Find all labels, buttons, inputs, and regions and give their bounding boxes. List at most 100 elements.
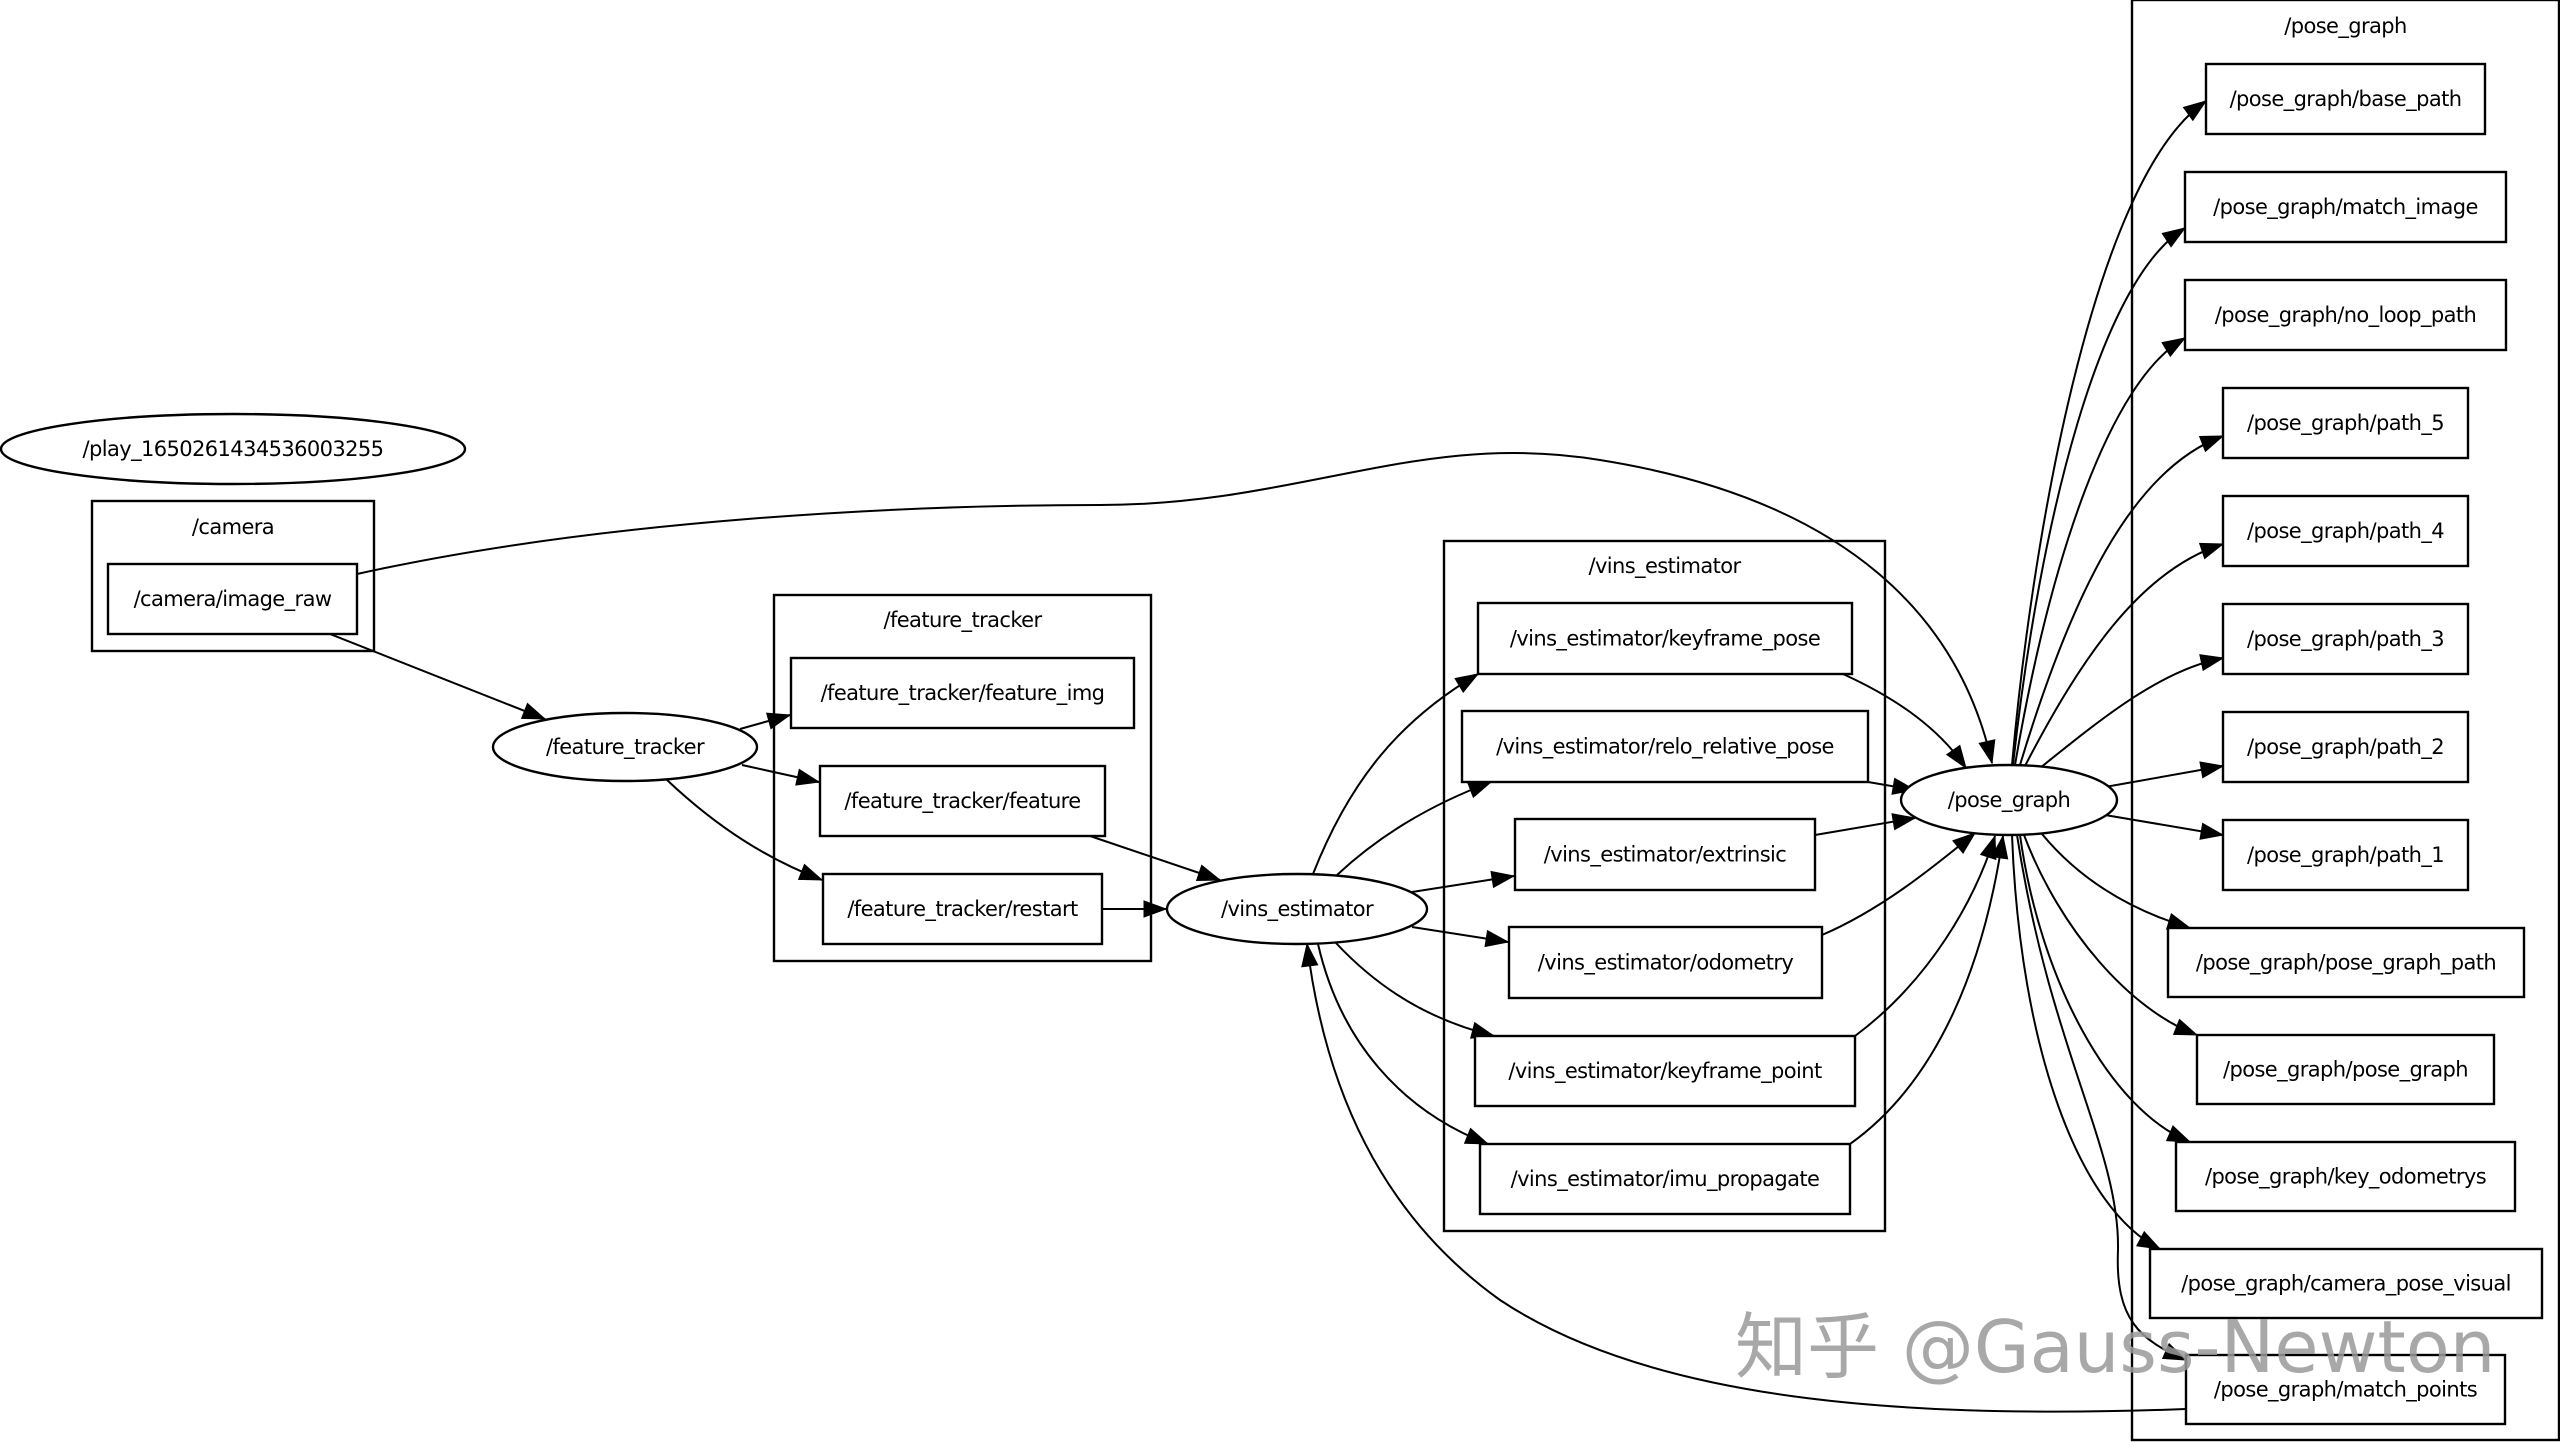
edge-line[interactable]	[2014, 337, 2186, 766]
topic-box[interactable]	[2221, 818, 2470, 892]
edge-line[interactable]	[2019, 435, 2224, 766]
edge-pose-graph-to-pg-pose-graph[interactable]	[2023, 834, 2199, 1036]
edge-line[interactable]	[1336, 781, 1492, 876]
node-pose-graph[interactable]: /pose_graph	[1899, 763, 2119, 837]
edge-line[interactable]	[1306, 943, 2187, 1413]
edge-ve-imu-propagate-to-pose-graph[interactable]	[1849, 834, 2009, 1145]
topic-ve-keyframe-point[interactable]: /vins_estimator/keyframe_point	[1473, 1034, 1857, 1108]
topic-box[interactable]	[2221, 386, 2470, 460]
node-vins-estimator[interactable]: /vins_estimator	[1165, 872, 1429, 946]
topic-pg-pose-graph-path[interactable]: /pose_graph/pose_graph_path	[2166, 926, 2526, 999]
edge-pg-match-points-to-vins-estimator[interactable]	[1301, 942, 2187, 1413]
topic-ve-relo-relative-pose[interactable]: /vins_estimator/relo_relative_pose	[1460, 709, 1870, 784]
edge-ft-restart-to-vins-estimator[interactable]	[1102, 900, 1168, 918]
edge-line[interactable]	[2016, 834, 2187, 1361]
edge-line[interactable]	[1849, 835, 2004, 1145]
topic-box[interactable]	[2204, 62, 2487, 136]
edge-ft-feature-to-vins-estimator[interactable]	[1089, 835, 1222, 882]
edge-vins-estimator-to-ve-imu-propagate[interactable]	[1317, 943, 1490, 1145]
topic-pg-path-2[interactable]: /pose_graph/path_2	[2221, 710, 2470, 784]
edge-feature-tracker-to-ft-restart[interactable]	[666, 779, 824, 881]
edge-line[interactable]	[1089, 835, 1221, 881]
edge-pose-graph-to-pg-base-path[interactable]	[2011, 100, 2208, 766]
topic-box[interactable]	[2221, 494, 2470, 568]
edge-line[interactable]	[2024, 543, 2224, 767]
topic-box[interactable]	[2166, 926, 2526, 999]
edge-line[interactable]	[1821, 832, 1976, 936]
topic-pg-no-loop-path[interactable]: /pose_graph/no_loop_path	[2183, 278, 2508, 352]
edge-line[interactable]	[2012, 227, 2186, 766]
edge-line[interactable]	[2023, 834, 2198, 1036]
edge-line[interactable]	[1312, 673, 1479, 875]
edge-vins-estimator-to-ve-keyframe-pose[interactable]	[1312, 673, 1480, 875]
edge-image-raw-to-feature-tracker[interactable]	[329, 633, 547, 720]
edge-line[interactable]	[2011, 834, 2161, 1250]
topic-ve-extrinsic[interactable]: /vins_estimator/extrinsic	[1513, 817, 1817, 892]
topic-box[interactable]	[2195, 1033, 2496, 1106]
edge-ve-odometry-to-pose-graph[interactable]	[1821, 832, 1977, 936]
topic-pg-match-image[interactable]: /pose_graph/match_image	[2183, 170, 2508, 244]
topic-pg-path-1[interactable]: /pose_graph/path_1	[2221, 818, 2470, 892]
topic-pg-match-points[interactable]: /pose_graph/match_points	[2184, 1353, 2507, 1426]
edge-line[interactable]	[2011, 100, 2207, 766]
edge-pose-graph-to-pg-camera-pose-visual[interactable]	[2011, 834, 2162, 1250]
topic-pg-pose-graph[interactable]: /pose_graph/pose_graph	[2195, 1033, 2496, 1106]
topic-pg-key-odometrys[interactable]: /pose_graph/key_odometrys	[2174, 1140, 2517, 1213]
edge-line[interactable]	[356, 451, 1993, 764]
topic-box[interactable]	[2221, 710, 2470, 784]
topic-ve-odometry[interactable]: /vins_estimator/odometry	[1507, 925, 1824, 1000]
edge-ve-keyframe-pose-to-pose-graph[interactable]	[1842, 673, 1967, 770]
edge-image-raw-to-pose-graph[interactable]	[356, 451, 1996, 765]
edge-vins-estimator-to-ve-relo-relative-pose[interactable]	[1336, 781, 1493, 876]
node-ellipse[interactable]	[1899, 763, 2119, 837]
node-ellipse[interactable]	[491, 711, 759, 783]
edge-line[interactable]	[666, 779, 823, 881]
topic-pg-path-5[interactable]: /pose_graph/path_5	[2221, 386, 2470, 460]
topic-box[interactable]	[2148, 1247, 2544, 1320]
edge-line[interactable]	[1335, 942, 1495, 1037]
topic-ve-keyframe-pose[interactable]: /vins_estimator/keyframe_pose	[1476, 601, 1854, 676]
node-ellipse[interactable]	[0, 412, 467, 486]
topic-box[interactable]	[2184, 1353, 2507, 1426]
topic-box[interactable]	[2183, 278, 2508, 352]
topic-box[interactable]	[1473, 1034, 1857, 1108]
edge-feature-tracker-to-ft-feature-img[interactable]	[739, 712, 792, 730]
topic-box[interactable]	[818, 764, 1107, 838]
topic-box[interactable]	[1513, 817, 1817, 892]
edge-line[interactable]	[1317, 943, 1489, 1145]
edge-pose-graph-to-pg-path-2[interactable]	[2104, 761, 2225, 788]
edge-pose-graph-to-pg-match-image[interactable]	[2012, 227, 2187, 766]
topic-ve-imu-propagate[interactable]: /vins_estimator/imu_propagate	[1478, 1142, 1852, 1216]
edge-line[interactable]	[2019, 834, 2191, 1143]
topic-box[interactable]	[1507, 925, 1824, 1000]
edge-vins-estimator-to-ve-odometry[interactable]	[1411, 926, 1510, 948]
topic-ft-restart[interactable]: /feature_tracker/restart	[821, 872, 1104, 946]
topic-pg-base-path[interactable]: /pose_graph/base_path	[2204, 62, 2487, 136]
node-ellipse[interactable]	[1165, 872, 1429, 946]
edge-pose-graph-to-pg-path-4[interactable]	[2024, 542, 2225, 767]
topic-ft-feature[interactable]: /feature_tracker/feature	[818, 764, 1107, 838]
node-play[interactable]: /play_1650261434536003255	[0, 412, 467, 486]
edge-ve-extrinsic-to-pose-graph[interactable]	[1814, 813, 1917, 836]
topic-ft-feature-img[interactable]: /feature_tracker/feature_img	[789, 656, 1136, 730]
topic-box[interactable]	[2183, 170, 2508, 244]
topic-box[interactable]	[106, 562, 359, 636]
topic-image-raw[interactable]: /camera/image_raw	[106, 562, 359, 636]
topic-box[interactable]	[789, 656, 1136, 730]
edge-pose-graph-to-pg-match-points[interactable]	[2016, 834, 2188, 1361]
topic-box[interactable]	[1476, 601, 1854, 676]
topic-pg-path-4[interactable]: /pose_graph/path_4	[2221, 494, 2470, 568]
edge-line[interactable]	[2039, 657, 2224, 769]
edge-pose-graph-to-pg-path-1[interactable]	[2104, 814, 2225, 840]
edge-pose-graph-to-pg-no-loop-path[interactable]	[2014, 337, 2187, 766]
edge-pose-graph-to-pg-path-5[interactable]	[2019, 435, 2225, 766]
topic-box[interactable]	[1460, 709, 1870, 784]
edge-vins-estimator-to-ve-extrinsic[interactable]	[1411, 870, 1516, 893]
edge-ve-keyframe-point-to-pose-graph[interactable]	[1854, 834, 1997, 1037]
node-feature-tracker[interactable]: /feature_tracker	[491, 711, 759, 783]
topic-pg-path-3[interactable]: /pose_graph/path_3	[2221, 602, 2470, 676]
edge-line[interactable]	[329, 633, 546, 720]
topic-box[interactable]	[2174, 1140, 2517, 1213]
topic-box[interactable]	[821, 872, 1104, 946]
edge-vins-estimator-to-ve-keyframe-point[interactable]	[1335, 942, 1496, 1039]
